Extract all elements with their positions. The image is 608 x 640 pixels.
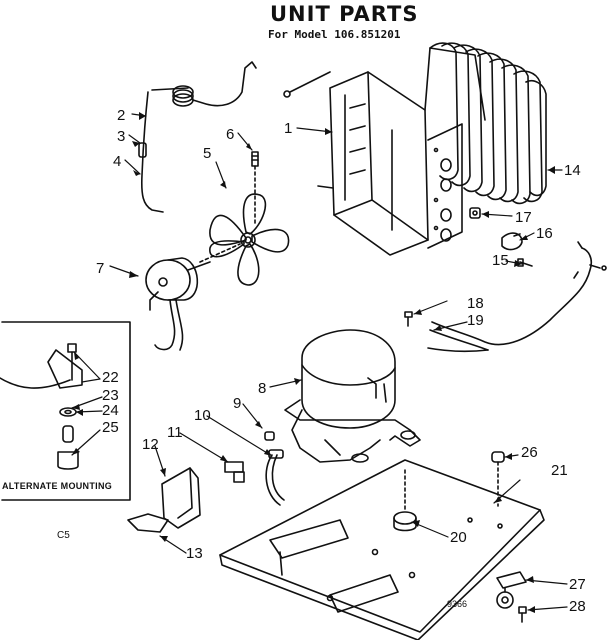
corner-code: C5: [57, 530, 70, 541]
bolt-drawing: [518, 606, 527, 623]
rubber-mount-drawing: [393, 469, 417, 532]
clip-drawing: [127, 513, 169, 533]
callout-4: 4: [113, 153, 122, 170]
caster-drawing: [496, 571, 527, 609]
set-screw-drawing: [251, 151, 259, 225]
terminal-connector-drawing: [224, 461, 245, 483]
base-pan-drawing: [219, 459, 545, 640]
callout-26: 26: [521, 444, 538, 461]
fan-motor-drawing: [145, 243, 241, 351]
screw-15-drawing: [517, 258, 533, 267]
callout-15: 15: [492, 252, 509, 269]
callout-24: 24: [102, 402, 119, 419]
grommet-drawing: [469, 207, 481, 219]
wire-harness-drawing: [427, 241, 607, 353]
callout-20: 20: [450, 529, 467, 546]
inset-frame: [0, 321, 131, 501]
arrowheads: [72, 112, 555, 613]
capillary-tube-drawing: [138, 61, 257, 213]
callout-27: 27: [569, 576, 586, 593]
callout-25: 25: [102, 419, 119, 436]
callout-12: 12: [142, 436, 159, 453]
compressor-drawing: [284, 329, 421, 463]
callout-28: 28: [569, 598, 586, 615]
screw-18-drawing: [404, 311, 413, 327]
callout-7: 7: [96, 260, 105, 277]
condenser-coil-drawing: [424, 42, 547, 249]
clamp-drawing: [501, 232, 523, 251]
callout-5: 5: [203, 145, 212, 162]
fan-blade-drawing: [209, 193, 290, 286]
unit-frame-drawing: [283, 71, 429, 256]
callout-3: 3: [117, 128, 126, 145]
callout-11: 11: [167, 424, 183, 441]
callout-21: 21: [551, 462, 568, 479]
relay-drawing: [264, 431, 275, 441]
terminal-cover-drawing: [161, 467, 201, 529]
diagram-subtitle: For Model 106.851201: [268, 28, 401, 41]
inset-label: ALTERNATE MOUNTING: [2, 481, 113, 491]
callout-23: 23: [102, 387, 119, 404]
callout-13: 13: [186, 545, 203, 562]
wire-lead-drawing: [265, 449, 285, 506]
callout-14: 14: [564, 162, 581, 179]
callout-18: 18: [467, 295, 484, 312]
callout-9: 9: [233, 395, 242, 412]
callout-10: 10: [194, 407, 211, 424]
callout-19: 19: [467, 312, 484, 329]
callout-17: 17: [515, 209, 532, 226]
callout-8: 8: [258, 380, 267, 397]
drawing-number: 9366: [447, 599, 468, 609]
callout-22: 22: [102, 369, 119, 386]
diagram-title: UNIT PARTS: [270, 2, 419, 26]
callout-16: 16: [536, 225, 553, 242]
callout-2: 2: [117, 107, 126, 124]
callout-6: 6: [226, 126, 235, 143]
callout-1: 1: [284, 120, 293, 137]
